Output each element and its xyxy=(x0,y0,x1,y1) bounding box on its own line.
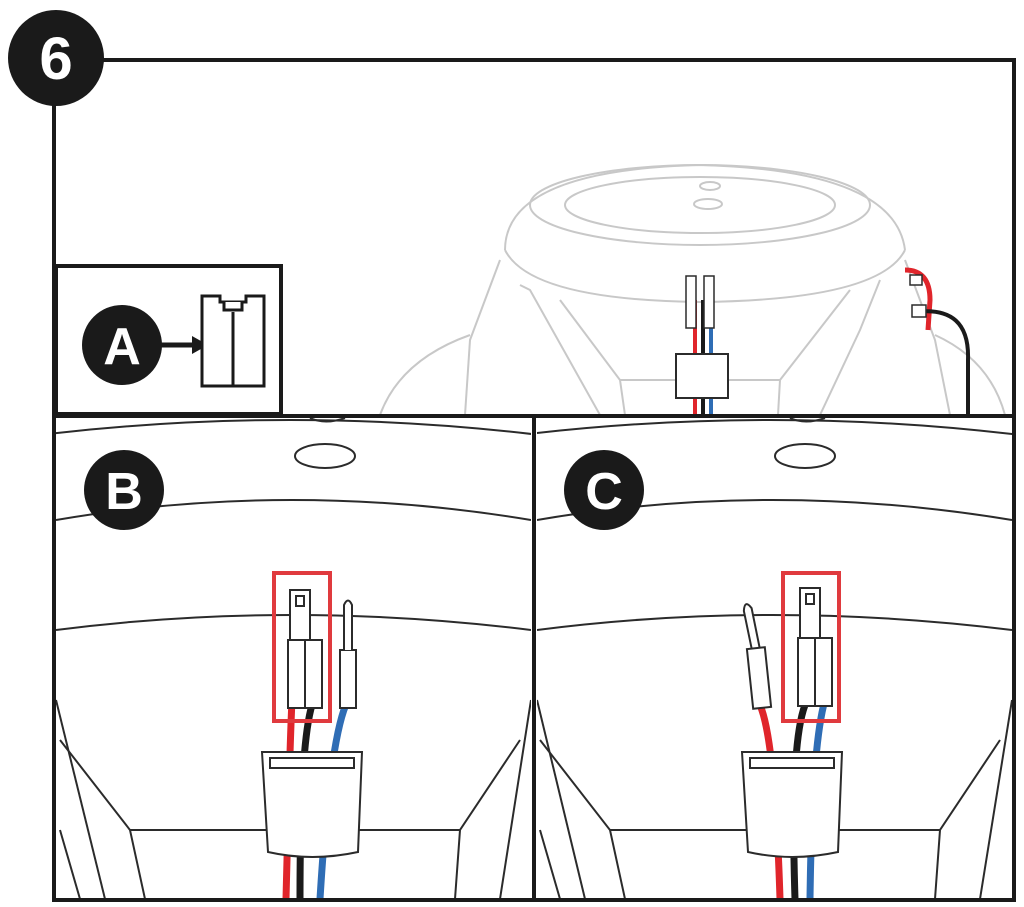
panel-c-speaker-closeup xyxy=(537,418,1012,899)
highlight-box-b xyxy=(272,571,332,723)
speaker-overview-illustration xyxy=(379,163,1006,415)
highlight-box-c xyxy=(781,571,841,723)
panel-b-label: B xyxy=(105,463,143,521)
step-badge: 6 xyxy=(8,10,104,106)
arrow-right-icon xyxy=(160,336,208,354)
badge-b: B xyxy=(84,450,164,530)
panel-c-connector-housing xyxy=(740,751,844,858)
step-number: 6 xyxy=(39,25,72,92)
panel-a-label: A xyxy=(103,318,141,376)
panel-c-label: C xyxy=(585,463,623,521)
panel-frames xyxy=(52,58,1016,902)
badge-c: C xyxy=(564,450,644,530)
panel-b-connector-housing xyxy=(260,751,364,858)
panel-b xyxy=(56,418,531,899)
panel-b-connector-pair xyxy=(287,589,357,709)
overview-wires xyxy=(675,267,971,415)
spade-connector-icon xyxy=(200,294,266,388)
panel-c xyxy=(537,418,1012,899)
panel-c-connector-pair xyxy=(742,587,833,710)
badge-a: A xyxy=(82,305,162,385)
overview-panel xyxy=(379,163,1006,415)
